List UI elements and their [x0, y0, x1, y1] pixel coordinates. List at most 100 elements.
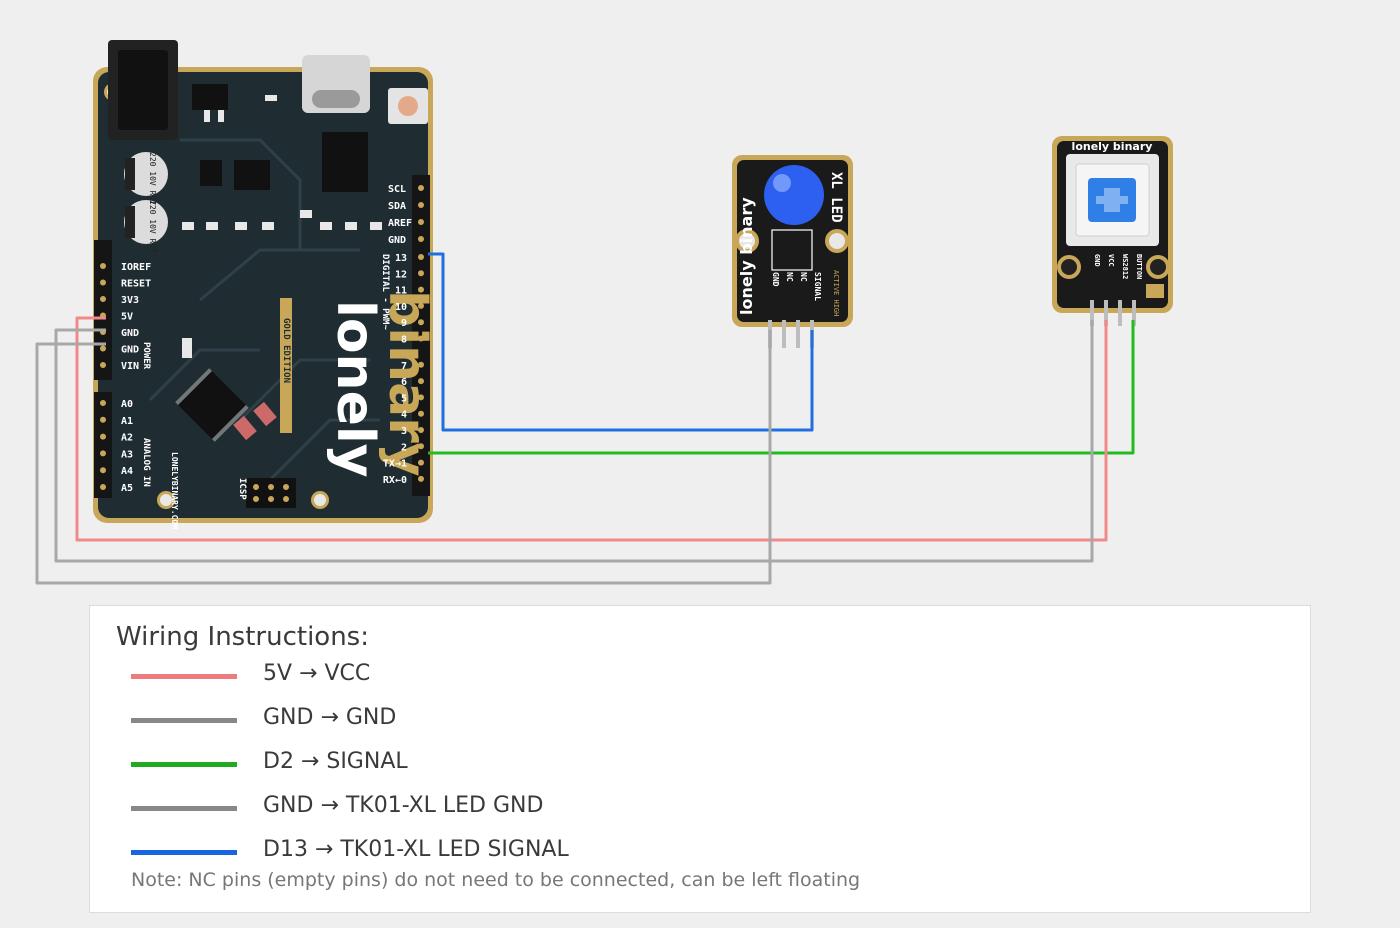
usb-c-port — [302, 55, 370, 113]
wire-5v-vcc — [75, 316, 1108, 542]
icsp-label: ICSP — [237, 478, 247, 500]
legend-item-gnd-led-gnd: GND → TK01-XL LED GND — [131, 793, 831, 823]
power-pin-label: VIN — [121, 361, 139, 372]
digital-pin-label: 12 — [395, 269, 407, 280]
button-module-pin-label: WS2812 — [1121, 254, 1129, 279]
button-module-pin-label: GND — [1093, 254, 1101, 267]
legend-item-gnd-gnd: GND → GND — [131, 705, 831, 735]
led-bulb — [764, 165, 824, 225]
led-module-pin-label: SIGNAL — [813, 272, 822, 301]
digital-pin — [418, 302, 424, 309]
top-right-pin — [418, 219, 424, 225]
capacitor-2 — [124, 200, 168, 244]
legend-item-5v-vcc: 5V → VCC — [131, 661, 831, 691]
board-brand-line1: lonely — [325, 300, 385, 478]
analog-pin — [100, 416, 106, 423]
analog-pin-label: A0 — [121, 399, 133, 410]
wiring-legend: Wiring Instructions: 5V → VCC GND → GND … — [89, 605, 1311, 913]
reset-button — [388, 88, 428, 124]
legend-swatch — [131, 850, 237, 855]
digital-pin-label: 4 — [401, 410, 407, 421]
digital-pin — [418, 254, 424, 260]
cap-label-2: 220 10V RVT — [148, 200, 157, 253]
analog-pin — [100, 400, 106, 406]
power-header — [94, 240, 112, 380]
legend-item-d2-signal: D2 → SIGNAL — [131, 749, 831, 779]
analog-pin — [100, 484, 106, 490]
board-url: LONELYBINARY.COM — [170, 452, 179, 529]
power-pin — [100, 279, 106, 286]
top-right-pin-label: SCL — [388, 184, 406, 195]
capacitor-1 — [124, 152, 168, 196]
analog-pin-label: A4 — [121, 466, 133, 477]
digital-pin-label: TX→1 — [383, 459, 407, 470]
board-brand-line2: binary — [377, 290, 437, 477]
cap-label-1: 220 10V RVT — [148, 152, 157, 205]
top-right-pin-label: GND — [388, 235, 406, 246]
wiring-diagram: lonely binary GOLD EDITION LONELYBINARY.… — [35, 40, 1173, 585]
analog-pin-label: A1 — [121, 416, 133, 427]
digital-pin-label: 5 — [401, 393, 407, 404]
digital-pin-label: 8 — [401, 335, 407, 346]
power-pin — [100, 263, 106, 269]
analog-pin — [100, 450, 106, 457]
analog-pin — [100, 467, 106, 474]
digital-pin-label: 13 — [395, 253, 407, 264]
analog-header-label: ANALOG IN — [141, 438, 151, 487]
digital-pin-label: 3 — [401, 426, 407, 437]
digital-pin — [418, 443, 424, 450]
digital-pin — [418, 394, 424, 401]
button-module-pin-label: BUTTON — [1135, 254, 1143, 279]
top-right-pin — [418, 185, 424, 191]
onboard-leds — [233, 401, 277, 441]
wire-d13-led-signal — [428, 252, 814, 432]
legend-label: GND → TK01-XL LED GND — [263, 793, 544, 818]
digital-pin — [418, 459, 424, 466]
icsp-header — [246, 478, 296, 508]
digital-header-top — [412, 175, 430, 255]
legend-title: Wiring Instructions: — [116, 622, 369, 652]
legend-swatch — [131, 762, 237, 767]
analog-pin-label: A5 — [121, 483, 133, 494]
digital-pin-label: 10 — [395, 302, 407, 313]
top-right-pin — [418, 202, 424, 208]
legend-label: 5V → VCC — [263, 661, 371, 686]
board-edition: GOLD EDITION — [281, 318, 291, 383]
digital-pin-label: 11 — [395, 286, 407, 297]
digital-pin — [418, 335, 424, 342]
digital-pin-label: 6 — [401, 377, 407, 388]
legend-swatch — [131, 674, 237, 679]
power-pin-label: RESET — [121, 279, 151, 290]
legend-label: D2 → SIGNAL — [263, 749, 408, 774]
button-module-pin-label: VCC — [1107, 254, 1115, 267]
digital-pin-label: RX←0 — [383, 475, 407, 486]
arduino-board: lonely binary GOLD EDITION LONELYBINARY.… — [93, 40, 437, 529]
power-pin-label: 5V — [121, 312, 133, 323]
led-module-pin-label: GND — [771, 272, 780, 287]
digital-pin — [418, 361, 424, 368]
led-module-pin-label: NC — [785, 272, 794, 282]
power-pin-label: GND — [121, 328, 139, 339]
digital-pin — [418, 270, 424, 277]
power-pin — [100, 345, 106, 352]
power-pin-label: GND — [121, 345, 139, 356]
legend-label: D13 → TK01-XL LED SIGNAL — [263, 837, 569, 862]
led-module-title: XL LED — [828, 172, 844, 223]
dc-jack — [108, 40, 178, 140]
microcontroller-chip — [175, 368, 249, 442]
digital-header — [412, 252, 430, 496]
power-pin — [100, 362, 106, 368]
analog-pin-label: A3 — [121, 449, 133, 460]
top-right-pin — [418, 236, 424, 242]
digital-pin — [418, 378, 424, 385]
legend-swatch — [131, 806, 237, 811]
top-right-pin-label: SDA — [388, 201, 406, 212]
digital-pin — [418, 286, 424, 293]
power-pin-label: IOREF — [121, 262, 151, 273]
analog-header — [94, 392, 112, 498]
digital-pin — [418, 319, 424, 326]
legend-label: GND → GND — [263, 705, 397, 730]
led-module-note: ACTIVE HIGH — [832, 270, 840, 316]
